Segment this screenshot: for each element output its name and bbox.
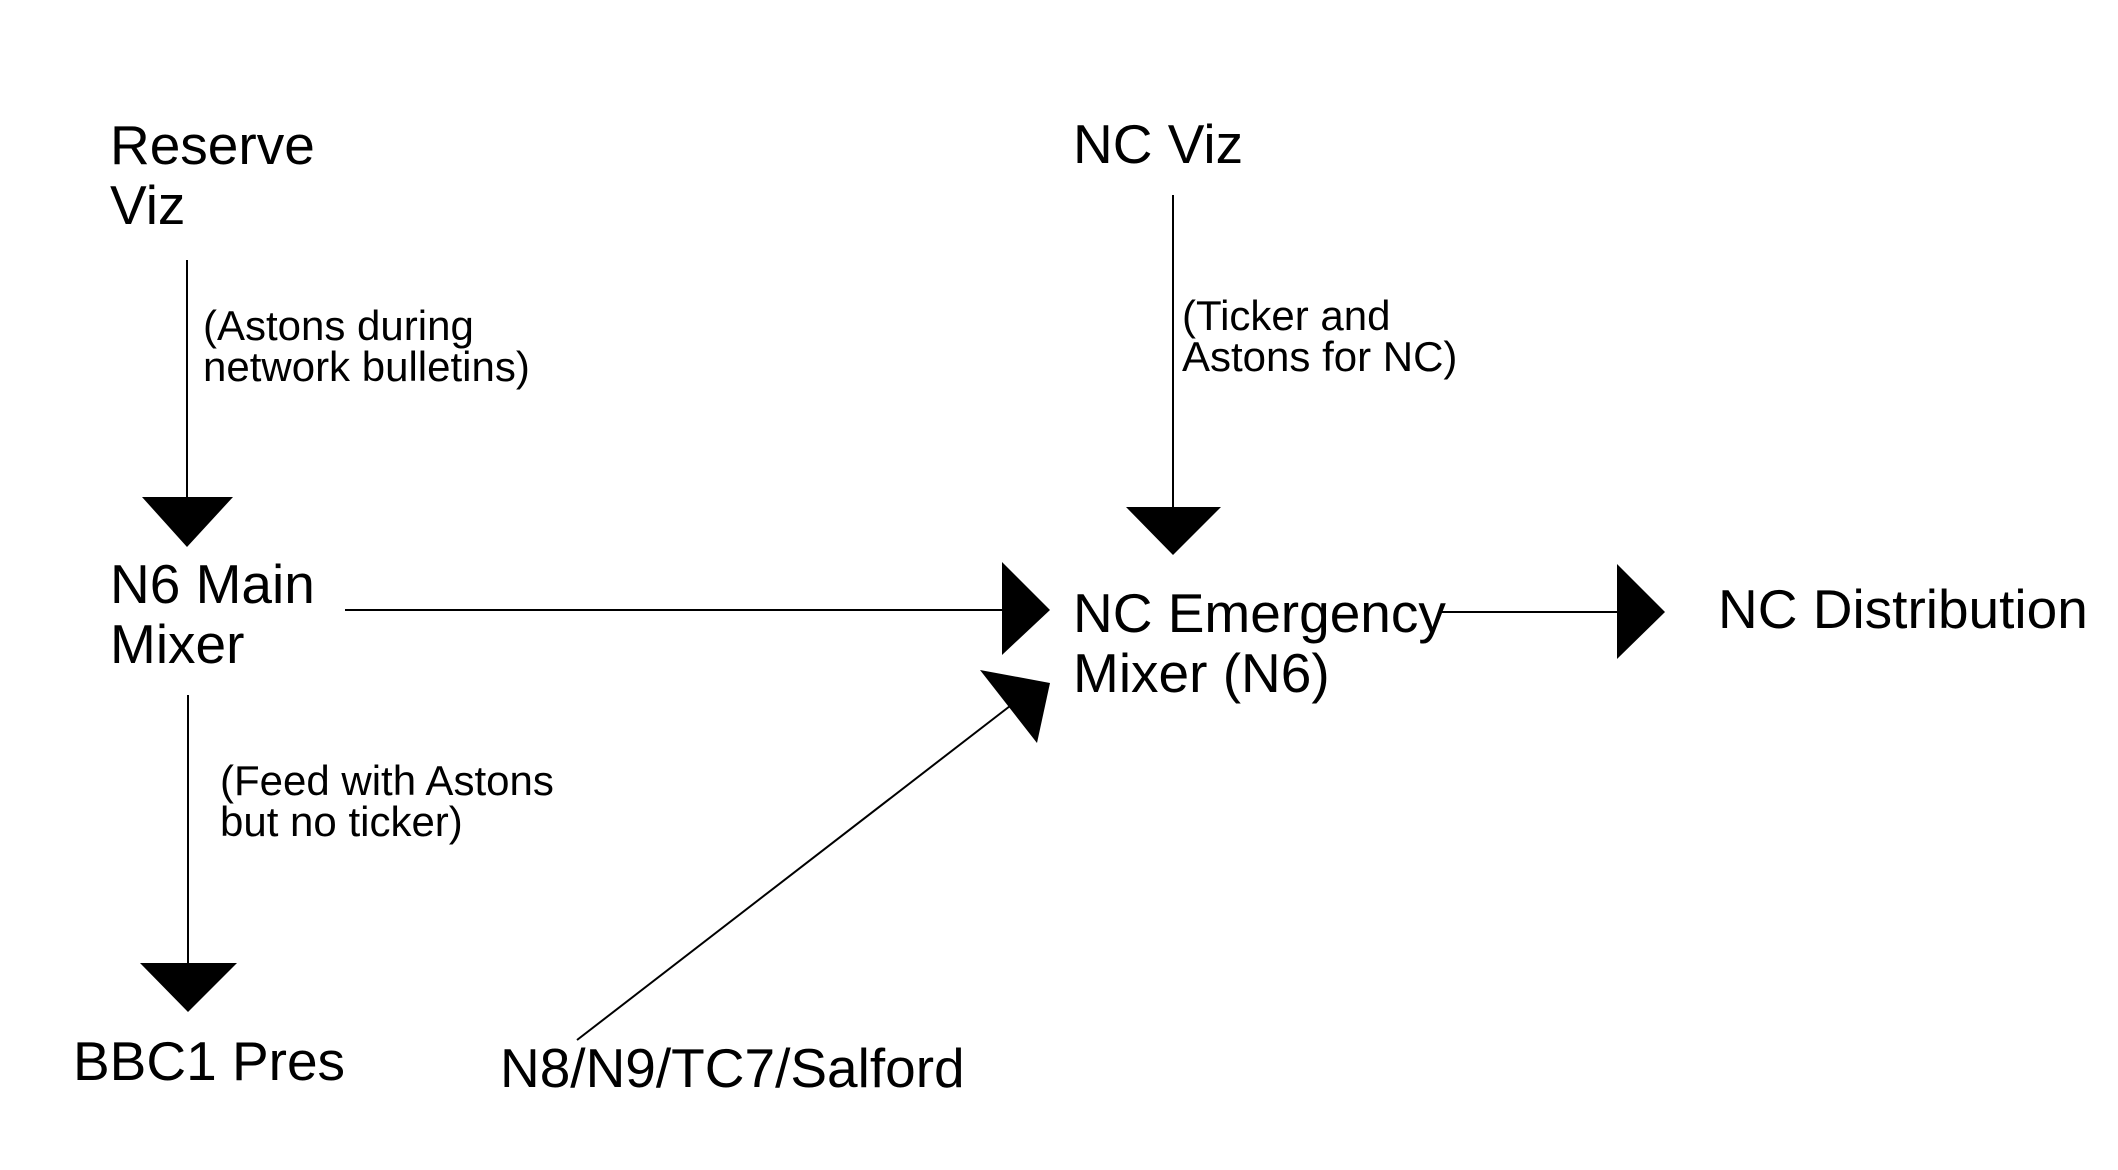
annotation-astons-during-network-bulletins: (Astons during network bulletins) (203, 302, 530, 390)
node-nc-emergency-mixer: NC Emergency Mixer (N6) (1073, 582, 1446, 704)
node-nc-distribution: NC Distribution (1718, 578, 2088, 640)
arrowhead-reserve-viz-to-n6-main-mixer (142, 497, 233, 547)
node-bbc1-pres: BBC1 Pres (73, 1030, 346, 1092)
arrowhead-n8-n9-tc7-salford-to-nc-emergency-mixer (980, 670, 1050, 743)
arrowhead-n6-main-mixer-to-bbc1-pres (140, 963, 237, 1012)
arrowhead-nc-viz-to-nc-emergency-mixer (1126, 507, 1221, 555)
node-reserve-viz: Reserve Viz (110, 114, 315, 236)
node-n8-n9-tc7-salford: N8/N9/TC7/Salford (500, 1037, 965, 1099)
arrowhead-nc-emergency-mixer-to-nc-distribution (1617, 564, 1665, 659)
edge-n8-n9-tc7-salford-to-nc-emergency-mixer (576, 705, 1011, 1041)
node-n6-main-mixer: N6 Main Mixer (110, 553, 315, 675)
arrowhead-n6-main-mixer-to-nc-emergency-mixer (1002, 562, 1050, 655)
annotation-ticker-and-astons-for-nc: (Ticker and Astons for NC) (1182, 292, 1458, 380)
node-nc-viz: NC Viz (1073, 113, 1244, 175)
annotation-feed-with-astons-but-no-ticker: (Feed with Astons but no ticker) (220, 757, 554, 845)
